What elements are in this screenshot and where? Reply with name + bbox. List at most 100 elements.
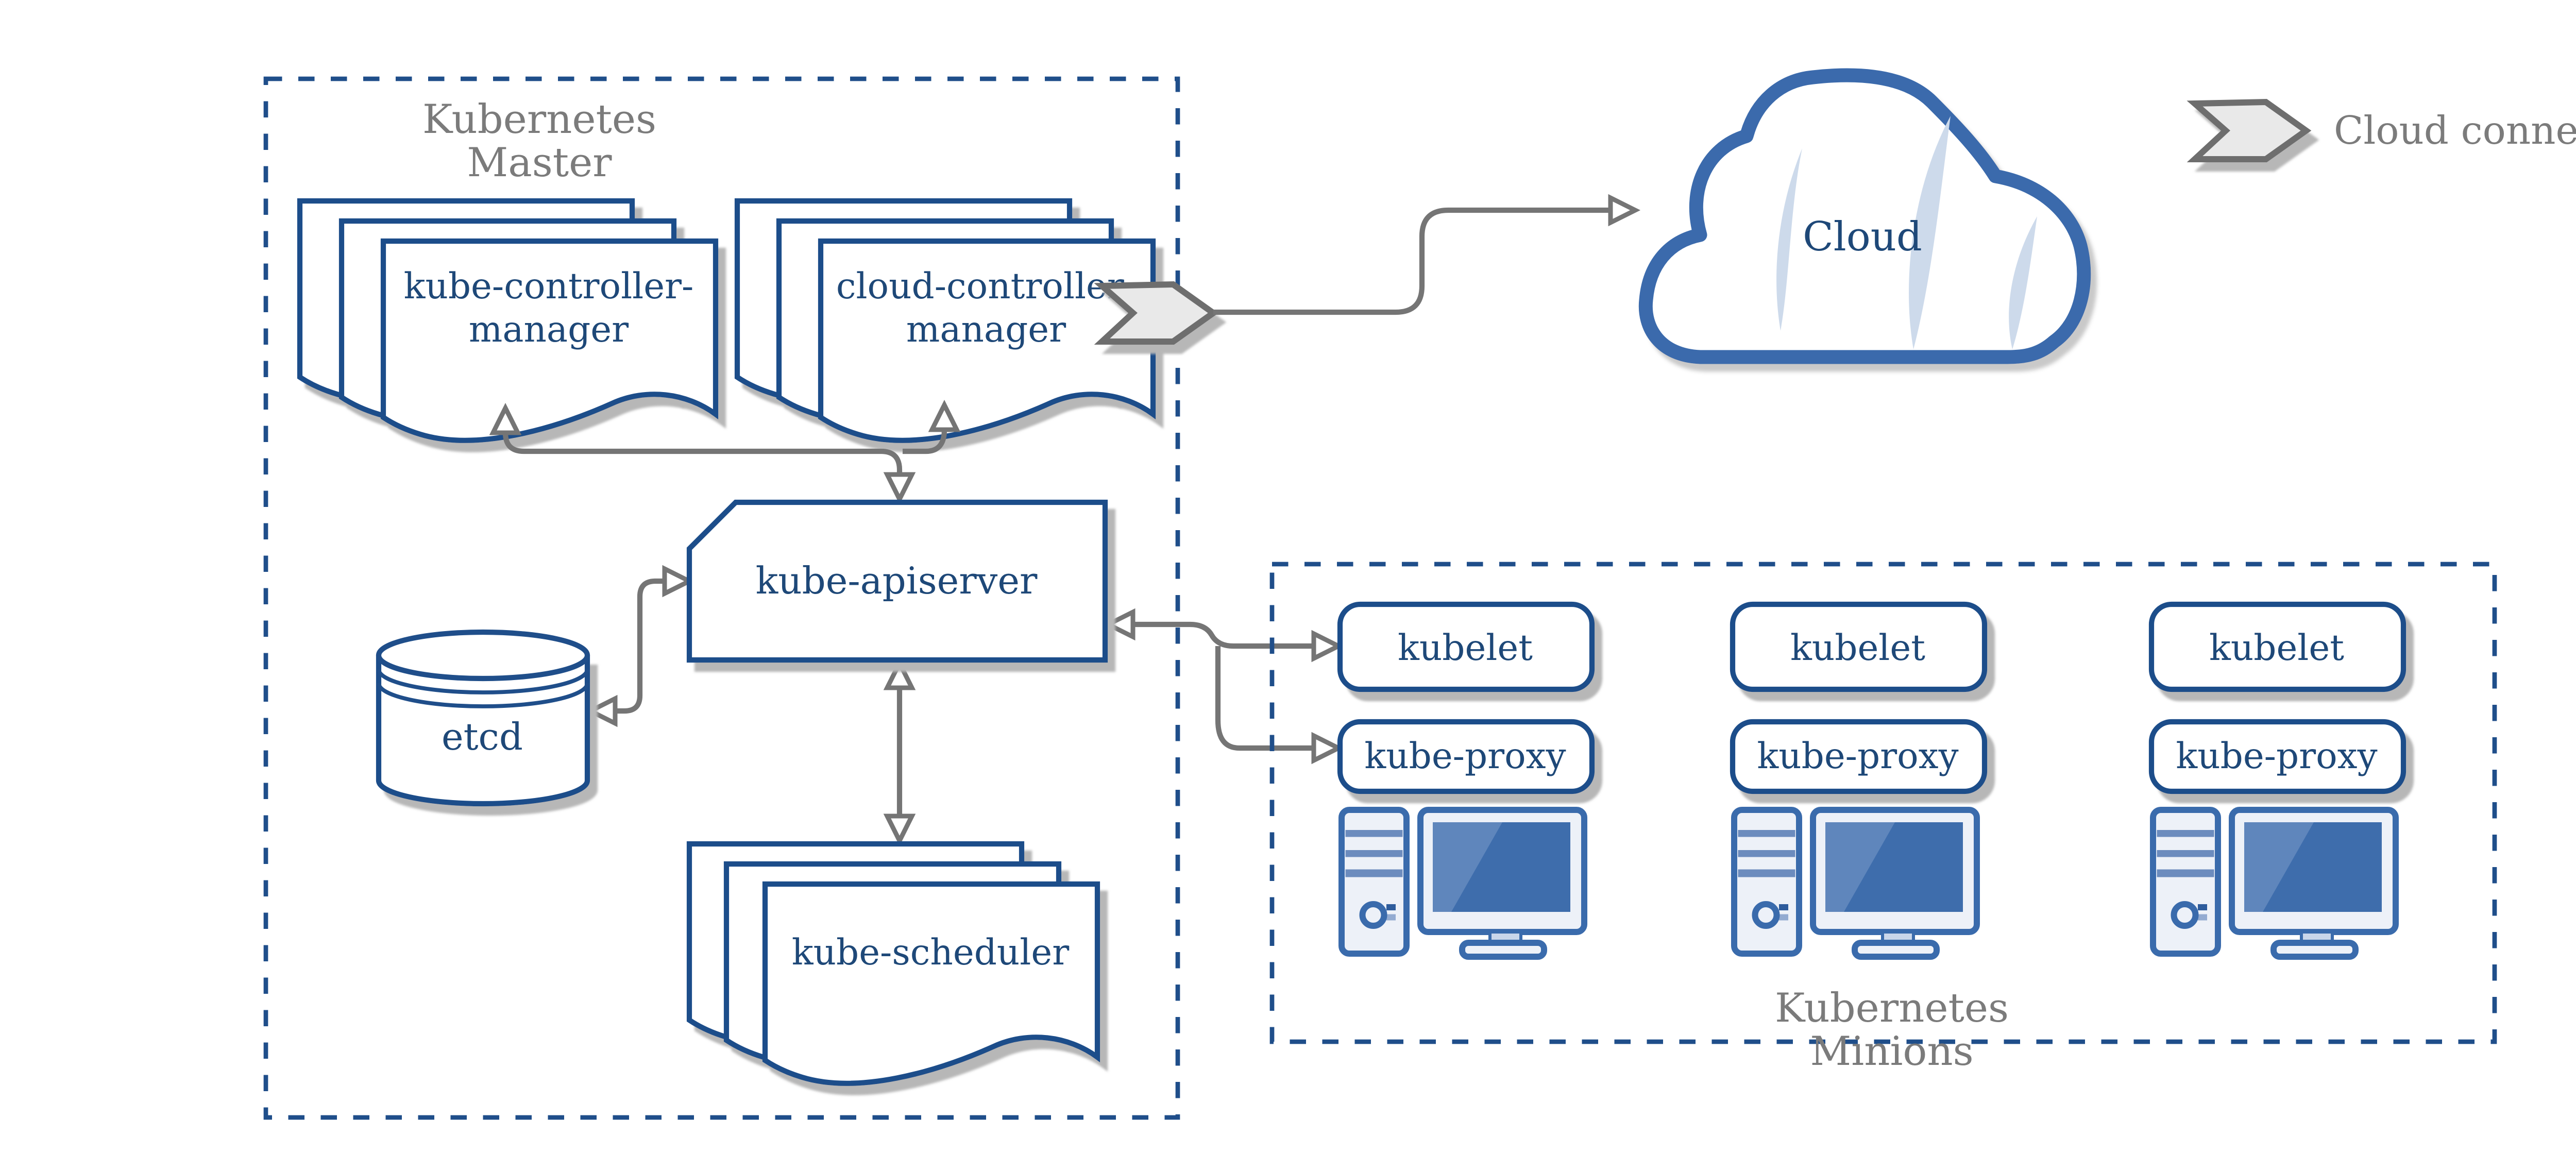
- connectors: [489, 194, 1641, 846]
- kubernetes-master-box: [263, 76, 1180, 1120]
- power-button-icon: [2171, 901, 2199, 929]
- kubelet-label: kubelet: [2209, 628, 2344, 669]
- kube-proxy-box: [2148, 719, 2406, 794]
- tower-stripe: [1345, 830, 1403, 837]
- arrow-apiserver-kubeproxy: [1215, 646, 1314, 751]
- monitor-base: [1459, 940, 1547, 960]
- legend-label: Cloud connector: [2334, 108, 2576, 153]
- cloud-icon: [1638, 68, 2091, 364]
- arrowhead-right-icon: [1311, 630, 1344, 663]
- minions-title-line2: Minions: [1810, 1028, 1973, 1075]
- arrowhead-down-icon: [883, 813, 916, 846]
- desktop-computer-icon: [1731, 807, 1980, 960]
- kube-scheduler-label: kube-scheduler: [792, 932, 1069, 973]
- cloud-connector-chevron-icon: [1094, 281, 1219, 345]
- kube-controller-manager-label-line2: manager: [469, 309, 629, 350]
- monitor-base: [2270, 940, 2359, 960]
- cloud-controller-manager-stack: cloud-controller- manager: [734, 198, 1156, 443]
- tower-stripe: [1345, 869, 1403, 877]
- kube-apiserver-box: kube-apiserver: [686, 499, 1108, 663]
- minion-node-2: kubelet kube-proxy: [1730, 601, 1988, 960]
- kube-scheduler-stack: kube-scheduler: [686, 841, 1100, 1086]
- arrow-apiserver-etcd: [615, 578, 665, 714]
- kubernetes-minions-box: [1269, 562, 2497, 1044]
- minion-node-1: kubelet kube-proxy: [1337, 601, 1595, 960]
- document-shape: [762, 881, 1100, 1086]
- monitor-icon: [1417, 807, 1587, 960]
- kubelet-box: [2148, 601, 2406, 692]
- document-shape: [818, 238, 1156, 443]
- kube-proxy-label: kube-proxy: [1364, 736, 1566, 777]
- tower-stripe: [1345, 850, 1403, 857]
- screen-highlight: [2244, 822, 2314, 912]
- etcd-database: etcd: [376, 629, 590, 807]
- arrowhead-up-icon: [489, 402, 522, 435]
- database-cylinder-icon: [376, 655, 590, 807]
- kube-proxy-label: kube-proxy: [2176, 736, 2377, 777]
- minion-node-3: kubelet kube-proxy: [2148, 601, 2406, 960]
- legend-cloud-connector: Cloud connector: [2187, 98, 2576, 162]
- cloud-gloss-sliver: [2009, 216, 2037, 349]
- cloud-controller-manager-label-line1: cloud-controller-: [836, 266, 1136, 307]
- cloud-controller-manager-label-line2: manager: [906, 309, 1066, 350]
- arrowhead-left-icon: [585, 694, 618, 727]
- chevron-arrow-icon: [2187, 98, 2312, 162]
- kube-controller-manager-label-line1: kube-controller-: [404, 266, 694, 307]
- cylinder-ring: [377, 683, 589, 708]
- arrowhead-right-icon: [662, 565, 695, 598]
- document-shape: [380, 238, 719, 443]
- cloud: Cloud: [1638, 68, 2091, 364]
- tower-stripe: [2157, 869, 2214, 877]
- kube-proxy-box: [1730, 719, 1988, 794]
- master-title-line2: Master: [467, 140, 612, 186]
- monitor-base: [1852, 940, 1940, 960]
- kube-proxy-box: [1337, 719, 1595, 794]
- tower-button: [1779, 914, 1788, 921]
- arrow-controllers-to-apiserver: [502, 432, 903, 474]
- tower-stripe: [2157, 830, 2214, 837]
- arrow-apiserver-kubelet: [1133, 621, 1314, 649]
- kubelet-label: kubelet: [1790, 628, 1925, 669]
- tower-stripe: [1738, 869, 1795, 877]
- arrowhead-right-icon: [1311, 732, 1344, 765]
- tower-button: [1779, 904, 1788, 910]
- tower-button: [1386, 904, 1396, 910]
- master-title-line1: Kubernetes: [422, 96, 656, 143]
- cylinder-ring: [377, 669, 589, 694]
- minions-title-line1: Kubernetes: [1775, 985, 2009, 1031]
- monitor-icon: [2229, 807, 2399, 960]
- kubelet-label: kubelet: [1398, 628, 1533, 669]
- beveled-rectangle-shape: [686, 499, 1108, 663]
- tower-button: [2198, 914, 2207, 921]
- etcd-label: etcd: [442, 715, 523, 758]
- tower-button: [2198, 904, 2207, 910]
- tower-stripe: [2157, 850, 2214, 857]
- cylinder-top: [376, 629, 590, 682]
- arrowhead-up-icon: [883, 657, 916, 690]
- arrow-connector-to-cloud: [1213, 207, 1611, 315]
- screen-highlight: [1825, 822, 1895, 912]
- screen-highlight: [1433, 822, 1502, 912]
- monitor-icon: [1810, 807, 1980, 960]
- desktop-computer-icon: [1338, 807, 1587, 960]
- cloud-gloss-sliver: [1776, 148, 1802, 331]
- arrowhead-left-icon: [1103, 608, 1136, 641]
- arrow-cloudcontroller-branch: [903, 429, 947, 454]
- arrowhead-down-icon: [883, 472, 916, 505]
- arrowhead-right-icon: [1608, 194, 1641, 227]
- arrowhead-up-icon: [928, 399, 961, 432]
- cloud-gloss-sliver: [1909, 116, 1951, 349]
- power-button-icon: [1359, 901, 1387, 929]
- kube-controller-manager-stack: kube-controller- manager: [297, 198, 719, 443]
- power-button-icon: [1752, 901, 1780, 929]
- tower-button: [1386, 914, 1396, 921]
- desktop-computer-icon: [2150, 807, 2399, 960]
- kube-apiserver-label: kube-apiserver: [756, 559, 1038, 602]
- tower-stripe: [1738, 830, 1795, 837]
- cloud-label: Cloud: [1803, 214, 1922, 260]
- kube-proxy-label: kube-proxy: [1757, 736, 1958, 777]
- kubelet-box: [1730, 601, 1988, 692]
- tower-stripe: [1738, 850, 1795, 857]
